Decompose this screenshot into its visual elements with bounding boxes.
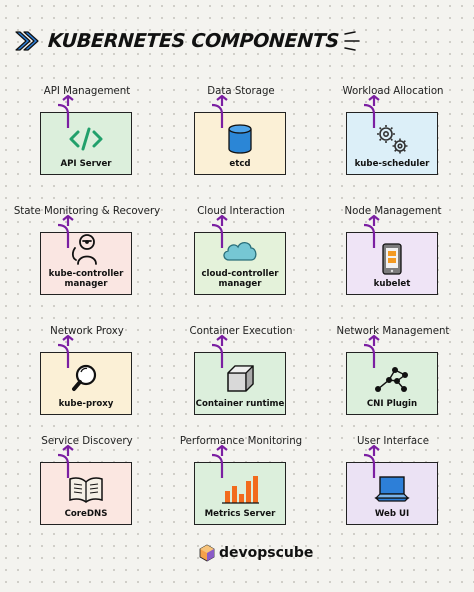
component-box: CNI Plugin xyxy=(346,352,438,415)
magnifier-icon xyxy=(66,362,106,396)
header: KUBERNETES COMPONENTS xyxy=(14,26,361,56)
up-arrow-icon xyxy=(57,94,74,128)
cloud-icon xyxy=(220,233,260,266)
up-arrow-icon xyxy=(211,214,228,248)
component-role-label: Network Proxy xyxy=(50,326,124,337)
component-role-label: Data Storage xyxy=(207,86,275,97)
component-card-kube-proxy: Network Proxy kube-proxy xyxy=(12,326,162,446)
component-role-label: Performance Monitoring xyxy=(179,436,303,447)
component-role-label: User Interface xyxy=(356,436,430,447)
person-icon xyxy=(66,232,106,266)
component-box: etcd xyxy=(194,112,286,175)
component-role-label: State Monitoring & Recovery xyxy=(13,206,161,217)
double-chevron-icon xyxy=(15,31,39,51)
component-card-etcd: Data Storage etcd xyxy=(166,86,316,206)
component-name: Container runtime xyxy=(195,399,285,409)
cube-icon xyxy=(220,362,260,396)
component-card-kube-scheduler: Workload Allocation kube-scheduler xyxy=(318,86,468,206)
component-role-label: Container Execution xyxy=(189,326,293,337)
component-role-label: API Management xyxy=(43,86,131,97)
up-arrow-icon xyxy=(211,94,228,128)
component-name: CNI Plugin xyxy=(366,399,418,409)
component-box: API Server xyxy=(40,112,132,175)
component-name: kube-scheduler xyxy=(354,159,430,169)
up-arrow-icon xyxy=(363,444,380,478)
component-role-label: Service Discovery xyxy=(41,436,133,447)
up-arrow-icon xyxy=(363,94,380,128)
laptop-icon xyxy=(372,472,412,506)
component-box: CoreDNS xyxy=(40,462,132,525)
brand-name: devopscube xyxy=(219,545,314,561)
component-card-kube-controller-manager: State Monitoring & Recovery kube-controll… xyxy=(12,206,162,326)
up-arrow-icon xyxy=(57,334,74,368)
tablet-icon xyxy=(372,242,412,276)
component-card-kubelet: Node Management kubelet xyxy=(318,206,468,326)
component-box: kubelet xyxy=(346,232,438,295)
component-role-label: Cloud Interaction xyxy=(197,206,285,217)
component-box: Container runtime xyxy=(194,352,286,415)
devopscube-logo-icon xyxy=(199,544,215,562)
footer: devopscube xyxy=(198,544,313,562)
component-name: Web UI xyxy=(374,509,410,519)
up-arrow-icon xyxy=(211,444,228,478)
up-arrow-icon xyxy=(363,214,380,248)
up-arrow-icon xyxy=(57,214,74,248)
database-icon xyxy=(220,122,260,156)
book-icon xyxy=(66,472,106,506)
component-box: kube-proxy xyxy=(40,352,132,415)
component-role-label: Node Management xyxy=(344,206,442,217)
component-box: Metrics Server xyxy=(194,462,286,525)
sparkle-icon xyxy=(344,31,360,51)
component-name: API Server xyxy=(60,159,112,169)
network-icon xyxy=(372,362,412,396)
up-arrow-icon xyxy=(57,444,74,478)
up-arrow-icon xyxy=(363,334,380,368)
component-box: kube-scheduler xyxy=(346,112,438,175)
component-role-label: Workload Allocation xyxy=(342,86,444,97)
bar-chart-icon xyxy=(220,472,260,506)
component-name: CoreDNS xyxy=(64,509,108,519)
component-name: kube-proxy xyxy=(58,399,114,409)
code-icon xyxy=(66,122,106,156)
component-box: Web UI xyxy=(346,462,438,525)
component-name: etcd xyxy=(229,159,251,169)
component-role-label: Network Management xyxy=(336,326,450,337)
component-name: Metrics Server xyxy=(204,509,276,519)
gears-icon xyxy=(372,122,412,156)
component-name: kubelet xyxy=(373,279,411,289)
up-arrow-icon xyxy=(211,334,228,368)
